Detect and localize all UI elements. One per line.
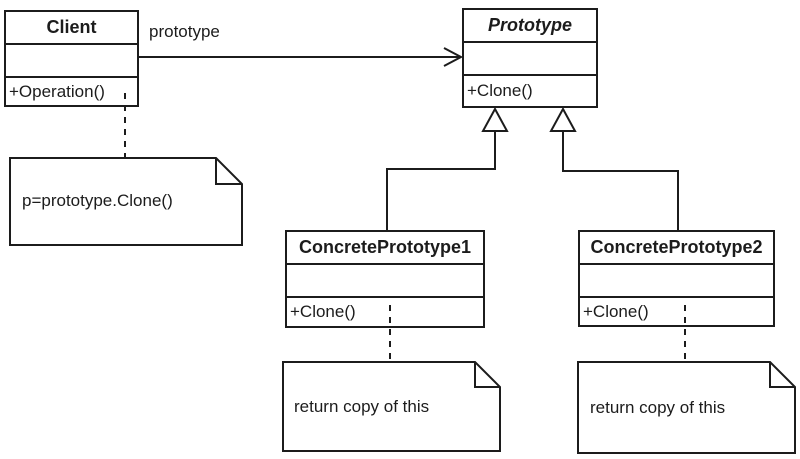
generalization-triangle-icon-left [481, 106, 509, 132]
class-title-concreteprototype1: ConcretePrototype1 [287, 232, 483, 265]
class-attributes-client [6, 45, 137, 78]
class-method-clone-cp2: +Clone() [583, 301, 649, 321]
class-box-client: Client +Operation() [4, 10, 139, 107]
class-box-concreteprototype1: ConcretePrototype1 +Clone() [285, 230, 485, 328]
association-open-arrowhead-icon [443, 47, 464, 67]
note-text-cp1: return copy of this [294, 397, 430, 416]
generalization-line-cp2 [562, 131, 679, 230]
class-attributes-concreteprototype1 [287, 265, 483, 298]
class-method-operation: +Operation() [9, 81, 105, 101]
class-attributes-concreteprototype2 [580, 265, 773, 298]
class-title-client: Client [6, 12, 137, 45]
association-label: prototype [149, 22, 220, 41]
note-text-client: p=prototype.Clone() [22, 191, 173, 210]
class-title-concreteprototype2: ConcretePrototype2 [580, 232, 773, 265]
class-attributes-prototype [464, 43, 596, 76]
class-title-prototype: Prototype [464, 10, 596, 43]
class-box-concreteprototype2: ConcretePrototype2 +Clone() [578, 230, 775, 327]
generalization-triangle-icon-right [549, 106, 577, 132]
class-box-prototype: Prototype +Clone() [462, 8, 598, 108]
note-text-cp2: return copy of this [590, 398, 726, 417]
generalization-line-cp1 [386, 131, 496, 230]
class-method-clone-prototype: +Clone() [467, 81, 533, 100]
class-method-clone-cp1: +Clone() [290, 302, 356, 321]
